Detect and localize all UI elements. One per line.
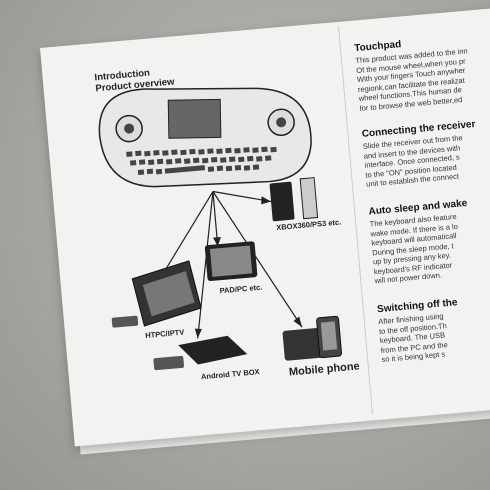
section-switching: Switching off the After finishing using … (377, 287, 490, 365)
tv-box-illustration (153, 335, 248, 371)
product-diagram (98, 87, 343, 371)
section-touchpad: Touchpad This product was added to the i… (354, 26, 490, 113)
tablet-illustration (204, 241, 258, 282)
console-illustration (269, 177, 319, 222)
connection-arrows (154, 190, 303, 339)
left-page: Introduction Product overview (52, 24, 380, 424)
keyboard-illustration (98, 87, 312, 188)
phone-illustration (282, 315, 343, 361)
htpc-illustration (111, 260, 202, 328)
section-sleep: Auto sleep and wake The keyboard also fe… (368, 189, 490, 286)
section-receiver: Connecting the receiver Slide the receiv… (361, 111, 490, 189)
